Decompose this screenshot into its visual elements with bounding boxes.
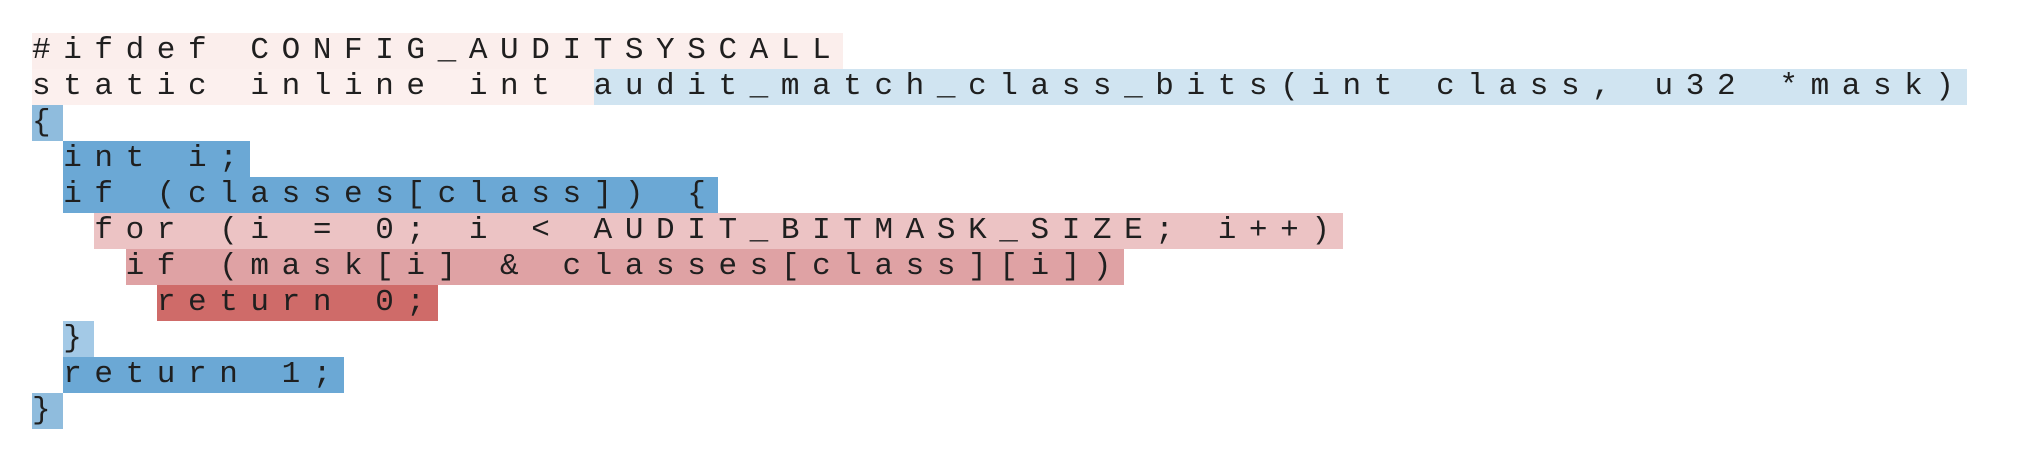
code-token: audit_match_class_bits(int class, u32 *m… [593, 69, 1967, 105]
code-line-1: #ifdef CONFIG_AUDITSYSCALL [32, 33, 1967, 69]
code-token: } [63, 321, 95, 357]
code-token: #ifdef CONFIG_AUDITSYSCALL [32, 33, 844, 69]
code-attribution-view: #ifdef CONFIG_AUDITSYSCALL static inline… [32, 33, 1967, 429]
code-line-11: } [32, 393, 1967, 429]
code-token: return 0; [156, 285, 438, 321]
code-token: return 1; [63, 357, 345, 393]
code-line-10: return 1; [32, 357, 1967, 393]
code-token: } [32, 393, 64, 429]
code-line-8: return 0; [32, 285, 1967, 321]
code-line-5: if (classes[class]) { [32, 177, 1967, 213]
code-token: int i; [63, 141, 251, 177]
code-token: if (mask[i] & classes[class][i]) [125, 249, 1125, 285]
code-line-2: static inline int audit_match_class_bits… [32, 69, 1967, 105]
indent [32, 249, 126, 284]
code-token: if (classes[class]) { [63, 177, 719, 213]
code-line-9: } [32, 321, 1967, 357]
code-line-4: int i; [32, 141, 1967, 177]
code-token: for (i = 0; i < AUDIT_BITMASK_SIZE; i++) [94, 213, 1343, 249]
code-line-7: if (mask[i] & classes[class][i]) [32, 249, 1967, 285]
indent [32, 357, 63, 392]
indent [32, 321, 63, 356]
indent [32, 213, 94, 248]
indent [32, 141, 63, 176]
code-line-3: { [32, 105, 1967, 141]
indent [32, 177, 63, 212]
code-line-6: for (i = 0; i < AUDIT_BITMASK_SIZE; i++) [32, 213, 1967, 249]
code-token: { [32, 105, 64, 141]
indent [32, 285, 157, 320]
code-token: static inline int [32, 69, 594, 105]
